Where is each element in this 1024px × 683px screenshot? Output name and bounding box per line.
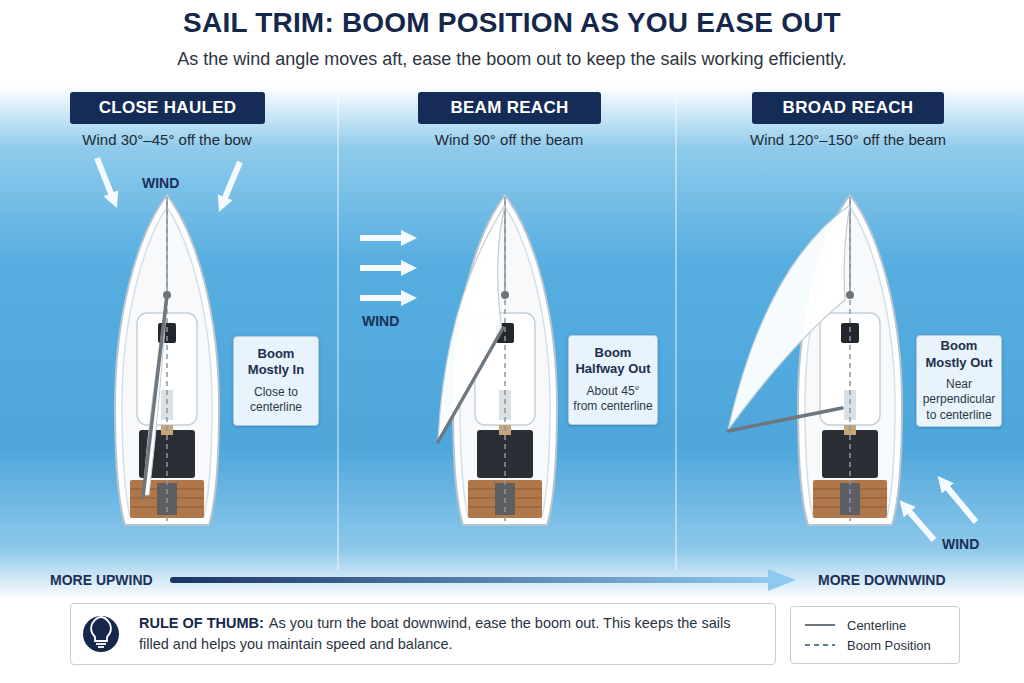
legend-row: Centerline bbox=[803, 615, 947, 635]
header-text: BROAD REACH bbox=[783, 98, 914, 118]
callout-heading: Boom Mostly Out bbox=[921, 338, 997, 371]
legend-line-sample bbox=[805, 644, 835, 646]
wind-label: WIND bbox=[362, 313, 399, 329]
header-text: BEAM REACH bbox=[450, 98, 568, 118]
boom-callout: Boom Mostly OutNear perpendicular to cen… bbox=[916, 335, 1002, 427]
callout-body: Close to centerline bbox=[238, 385, 314, 416]
rule-text: RULE OF THUMB:As you turn the boat downw… bbox=[139, 613, 761, 655]
boom-callout: Boom Halfway OutAbout 45° from centerlin… bbox=[568, 335, 658, 425]
close-hauled-boat bbox=[115, 195, 219, 525]
diagram-title: SAIL TRIM: BOOM POSITION AS YOU EASE OUT bbox=[0, 7, 1024, 39]
callout-body: Near perpendicular to centerline bbox=[921, 377, 997, 424]
callout-heading: Boom Mostly In bbox=[238, 346, 314, 379]
beam-reach-boat bbox=[438, 195, 557, 525]
subtitle: As the wind angle moves aft, ease the bo… bbox=[0, 49, 1024, 70]
wind-arrows bbox=[97, 158, 240, 200]
panel-divider bbox=[337, 92, 339, 570]
wind-arrows bbox=[360, 238, 404, 298]
legend-box: CenterlineBoom Position bbox=[790, 606, 960, 664]
legend-swatch bbox=[803, 619, 837, 631]
panel-divider bbox=[675, 92, 677, 570]
legend-swatch bbox=[803, 639, 837, 651]
point-of-sail-header: CLOSE HAULED bbox=[70, 92, 265, 124]
wind-angle-note: Wind 120°–150° off the beam bbox=[698, 131, 998, 148]
rule-heading: RULE OF THUMB: bbox=[139, 615, 264, 631]
boom bbox=[143, 295, 167, 497]
callout-heading: Boom Halfway Out bbox=[573, 345, 653, 378]
rule-of-thumb-box: RULE OF THUMB:As you turn the boat downw… bbox=[70, 603, 776, 665]
wind-label: WIND bbox=[142, 175, 179, 191]
header-text: CLOSE HAULED bbox=[99, 98, 237, 118]
mainsail bbox=[438, 205, 505, 440]
boom bbox=[728, 408, 842, 431]
legend-line-sample bbox=[805, 624, 835, 626]
boom bbox=[438, 328, 503, 442]
point-of-sail-header: BROAD REACH bbox=[752, 92, 944, 124]
sea bbox=[0, 86, 1024, 600]
mainsail bbox=[728, 205, 850, 430]
wind-label: WIND bbox=[942, 536, 979, 552]
callout-body: About 45° from centerline bbox=[573, 384, 653, 415]
legend-text: Centerline bbox=[847, 618, 906, 633]
direction-label: MORE UPWIND bbox=[50, 572, 153, 588]
boom-callout: Boom Mostly In Close to centerline bbox=[233, 336, 319, 426]
wind-arrows bbox=[908, 486, 976, 540]
wind-angle-note: Wind 30°–45° off the bow bbox=[17, 131, 317, 148]
legend-row: Boom Position bbox=[803, 635, 947, 655]
broad-reach-boat bbox=[728, 195, 902, 525]
point-of-sail-header: BEAM REACH bbox=[418, 92, 601, 124]
wind-angle-note: Wind 90° off the beam bbox=[359, 131, 659, 148]
direction-label: MORE DOWNWIND bbox=[818, 572, 946, 588]
legend-text: Boom Position bbox=[847, 638, 931, 653]
direction-arrow bbox=[170, 569, 796, 591]
